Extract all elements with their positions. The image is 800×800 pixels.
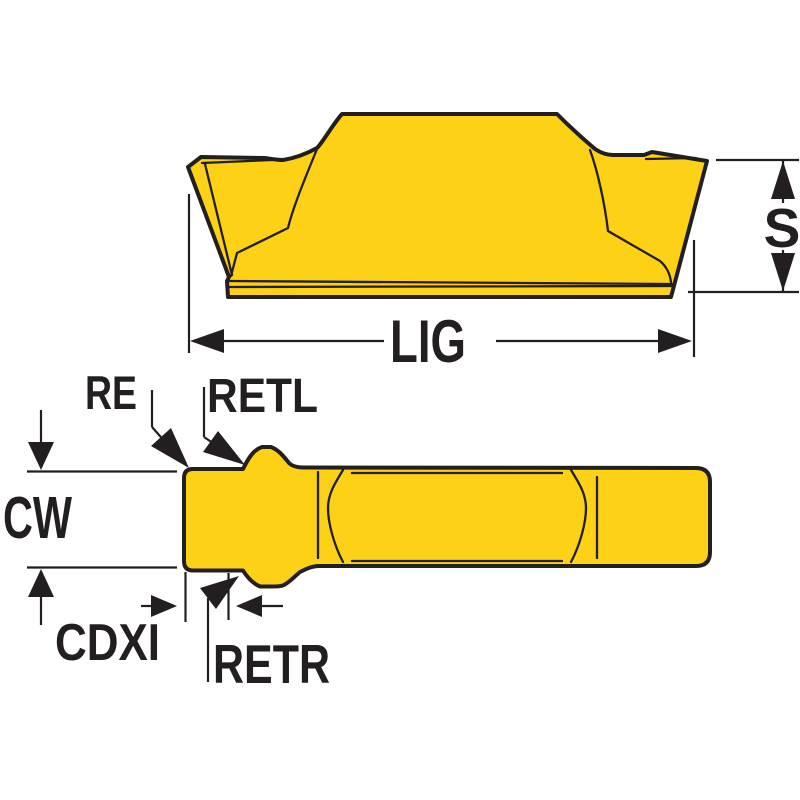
insert-side-view-body bbox=[182, 445, 712, 589]
cw-arrow-down-icon bbox=[28, 442, 54, 470]
cdxi-label: CDXI bbox=[55, 614, 160, 672]
top-view-seat-line-upper bbox=[226, 279, 674, 286]
top-view-edge-sliver-right bbox=[644, 156, 698, 161]
re-label: RE bbox=[85, 366, 137, 419]
dimension-cdxi: CDXI bbox=[55, 572, 283, 672]
cw-dimension-label: CW bbox=[3, 485, 72, 551]
cdxi-arrow-right-icon bbox=[151, 595, 177, 617]
s-arrow-up-icon bbox=[771, 161, 795, 199]
re-leader-arrow-icon bbox=[151, 428, 189, 468]
retl-leader-arrow-icon bbox=[203, 431, 245, 465]
cw-arrow-up-icon bbox=[28, 569, 54, 597]
side-view-wave-line-left bbox=[326, 468, 345, 564]
lig-dimension-label: LIG bbox=[390, 308, 466, 375]
insert-top-view bbox=[186, 112, 709, 299]
top-view-left-facet-line bbox=[203, 162, 234, 277]
retl-label: RETL bbox=[207, 370, 318, 423]
cdxi-arrow-left-icon bbox=[236, 595, 262, 617]
dimension-s: S bbox=[688, 158, 800, 357]
top-view-chipbreaker-right bbox=[588, 148, 673, 284]
s-dimension-label: S bbox=[764, 197, 800, 259]
retr-leader-arrow-icon bbox=[200, 576, 239, 609]
insert-side-view bbox=[182, 445, 712, 589]
side-view-wave-line-right bbox=[569, 468, 588, 564]
s-arrow-down-icon bbox=[771, 253, 795, 291]
retr-label: RETR bbox=[213, 633, 330, 695]
lig-arrow-right-icon bbox=[658, 329, 692, 353]
leader-retr: RETR bbox=[200, 576, 330, 695]
leader-re: RE bbox=[85, 366, 189, 468]
insert-top-view-body bbox=[186, 112, 709, 299]
dimension-cw: CW bbox=[3, 410, 177, 625]
leader-retl: RETL bbox=[202, 370, 318, 465]
top-view-chipbreaker-left bbox=[229, 147, 319, 278]
top-view-edge-sliver-left bbox=[200, 158, 274, 165]
lig-arrow-left-icon bbox=[190, 329, 224, 353]
top-view-seat-line-lower bbox=[226, 284, 674, 289]
dimension-lig: LIG bbox=[187, 194, 692, 375]
